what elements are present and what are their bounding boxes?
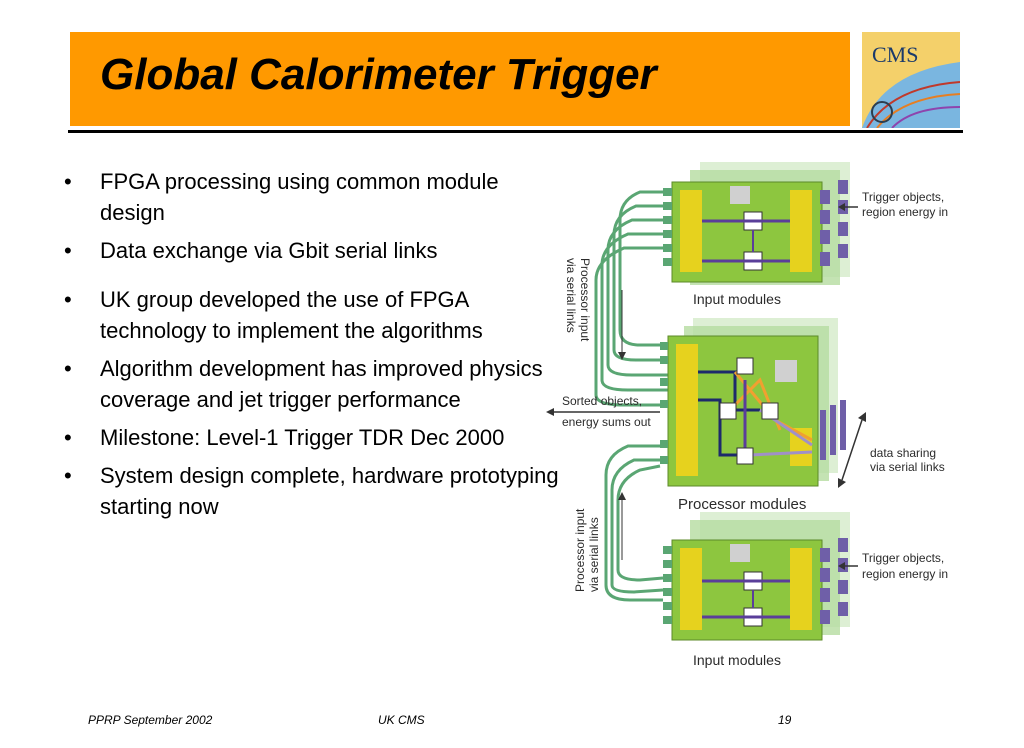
processor-input-top-line1: Processor input	[578, 258, 592, 342]
trigger-objects-bottom-line2: region energy in	[862, 567, 948, 581]
title-rule	[68, 130, 963, 133]
input-module-stack-bottom	[663, 512, 850, 641]
trigger-objects-top-line1: Trigger objects,	[862, 190, 944, 204]
input-modules-bottom-label: Input modules	[693, 652, 781, 668]
trigger-objects-bottom-line1: Trigger objects,	[862, 551, 944, 565]
sorted-objects-arrow	[546, 408, 660, 416]
gct-diagram: Input modules Trigger objects, region en…	[546, 162, 948, 668]
processor-input-top-line2: via serial links	[564, 258, 578, 333]
sorted-objects-line1: Sorted objects,	[562, 394, 642, 408]
processor-input-bottom-line2: via serial links	[587, 517, 601, 592]
title-bar	[70, 32, 850, 126]
slide-title: Global Calorimeter Trigger	[100, 50, 657, 99]
sorted-objects-line2: energy sums out	[562, 415, 651, 429]
bullet-item: UK group developed the use of FPGA techn…	[60, 284, 560, 346]
bullet-item: FPGA processing using common module desi…	[60, 166, 560, 228]
data-sharing-line1: data sharing	[870, 446, 936, 460]
logo-text: CMS	[872, 42, 918, 67]
processor-modules-label: Processor modules	[678, 496, 806, 513]
bullet-item: Algorithm development has improved physi…	[60, 353, 560, 415]
input-module-stack-top	[663, 162, 850, 285]
trigger-objects-top-line2: region energy in	[862, 205, 948, 219]
input-modules-top-label: Input modules	[693, 291, 781, 307]
data-sharing-arrow	[838, 412, 866, 488]
footer-page-number: 19	[778, 713, 792, 727]
bullet-item: System design complete, hardware prototy…	[60, 460, 560, 522]
data-sharing-line2: via serial links	[870, 460, 945, 474]
trigger-objects-bottom-arrow	[838, 562, 858, 570]
trigger-objects-top-arrow	[838, 203, 858, 211]
processor-input-bottom-line1: Processor input	[573, 508, 587, 592]
bullet-item: Milestone: Level-1 Trigger TDR Dec 2000	[60, 422, 560, 453]
bullet-item: Data exchange via Gbit serial links	[60, 235, 560, 266]
bullet-list: FPGA processing using common module desi…	[60, 166, 560, 529]
processor-module-stack	[660, 318, 846, 487]
cms-logo: CMS	[862, 32, 960, 128]
footer-org: UK CMS	[378, 713, 425, 727]
footer-date: PPRP September 2002	[88, 713, 213, 727]
